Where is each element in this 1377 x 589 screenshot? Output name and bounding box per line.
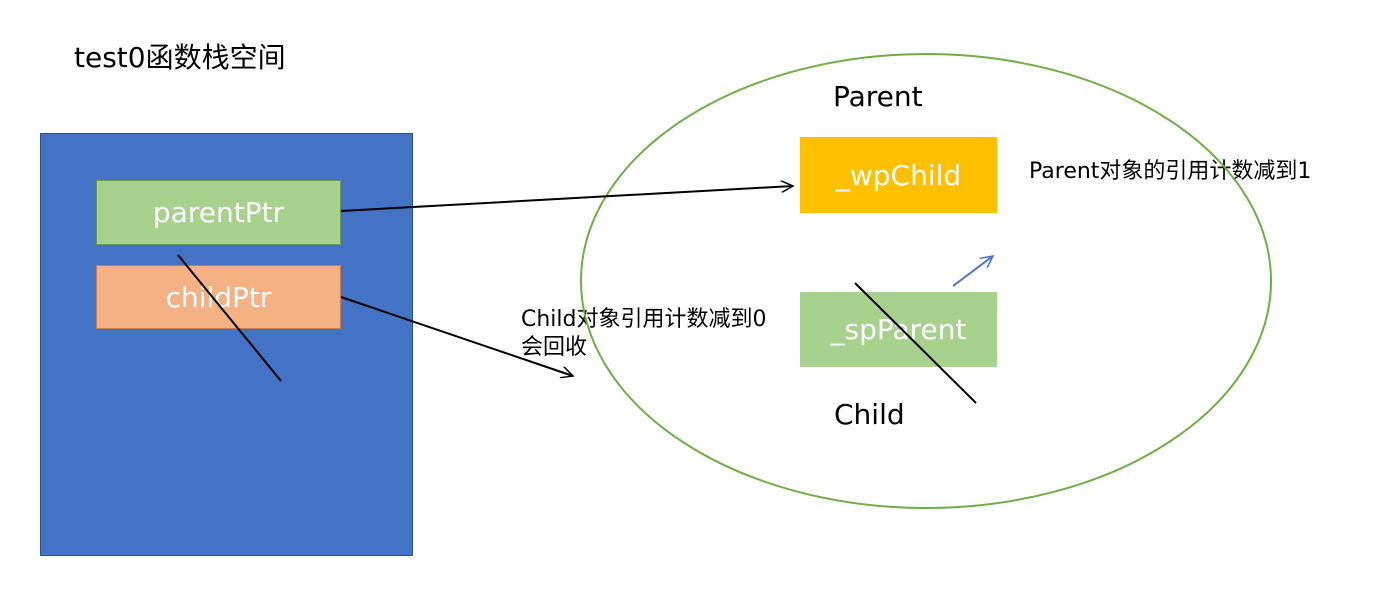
parent-object-label: Parent — [833, 80, 923, 113]
wp-child-box: _wpChild — [800, 137, 997, 213]
sp-parent-box: _spParent — [800, 292, 997, 367]
stack-space-title: test0函数栈空间 — [74, 41, 286, 74]
child-refcount-note-line2: 会回收 — [521, 335, 588, 360]
parent-ptr-label: parentPtr — [152, 196, 285, 229]
child-ptr-label: childPtr — [165, 280, 272, 314]
heap-ellipse — [580, 53, 1272, 509]
child-object-label: Child — [834, 398, 905, 431]
child-refcount-note-line1: Child对象引用计数减到0 — [521, 307, 767, 332]
child-refcount-note: Child对象引用计数减到0 会回收 — [521, 306, 767, 362]
wp-child-label: _wpChild — [835, 158, 962, 192]
blue-pointer-arrow — [952, 256, 993, 287]
parent-ptr-box: parentPtr — [96, 180, 341, 245]
sp-parent-label: _spParent — [830, 313, 967, 346]
parent-refcount-note: Parent对象的引用计数减到1 — [1029, 159, 1312, 184]
child-ptr-box: childPtr — [96, 265, 341, 329]
